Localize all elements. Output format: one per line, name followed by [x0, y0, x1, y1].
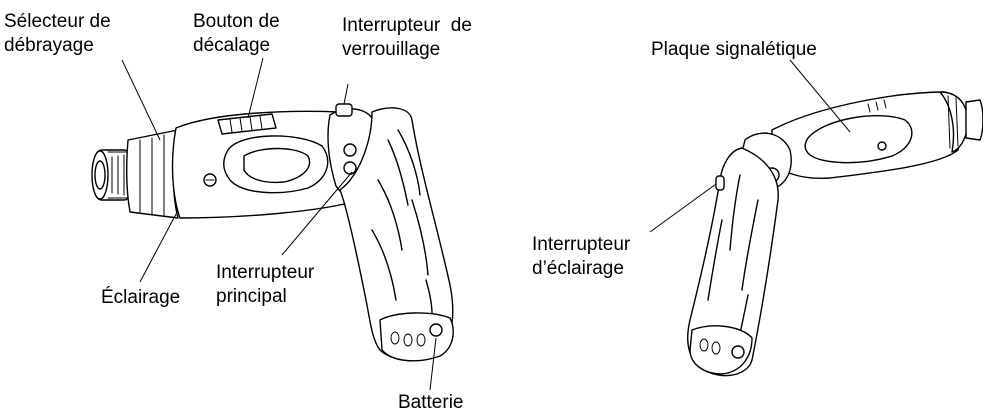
right-motor-body: [772, 92, 961, 178]
left-screwdriver-illustration: [92, 104, 453, 361]
label-lock-switch: Interrupteur de verrouillage: [342, 15, 477, 60]
label-lighting: Éclairage: [101, 287, 180, 308]
leader-clutch-selector: [122, 60, 160, 140]
label-main-switch: Interrupteur principal: [216, 262, 320, 307]
chuck: [92, 150, 130, 200]
leader-shift-button: [248, 58, 263, 118]
label-battery: Batterie: [398, 392, 463, 413]
leader-light-switch: [650, 184, 716, 232]
label-shift-button: Bouton de décalage: [193, 11, 285, 56]
light-switch-shape: [716, 176, 724, 190]
leader-lighting: [140, 214, 176, 282]
lock-switch-shape: [336, 104, 352, 116]
label-clutch-selector: Sélecteur de débrayage: [4, 11, 116, 56]
label-nameplate: Plaque signalétique: [651, 39, 817, 60]
right-screwdriver-illustration: [688, 92, 983, 376]
leader-lock-switch: [344, 84, 348, 104]
label-light-switch: Interrupteur d’éclairage: [532, 234, 636, 279]
